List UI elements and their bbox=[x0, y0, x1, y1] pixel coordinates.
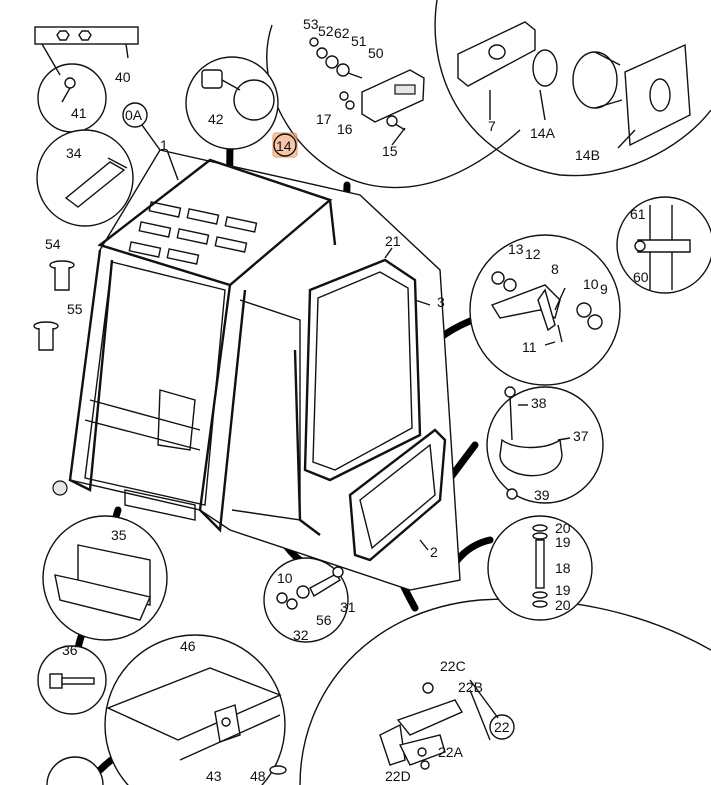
callout-arc-bottom bbox=[299, 598, 711, 785]
callout-circle-43-partial bbox=[46, 756, 104, 785]
label-2: 2 bbox=[430, 544, 438, 560]
label-34: 34 bbox=[66, 145, 82, 161]
label-22b: 22B bbox=[458, 679, 483, 695]
door-glass bbox=[312, 271, 413, 471]
label-14b: 14B bbox=[575, 147, 600, 163]
label-35: 35 bbox=[111, 527, 127, 543]
label-56: 56 bbox=[316, 612, 332, 628]
label-55: 55 bbox=[67, 301, 83, 317]
part-42-pad bbox=[201, 69, 275, 121]
label-9: 9 bbox=[600, 281, 608, 297]
label-31: 31 bbox=[340, 599, 356, 615]
part-54-insert bbox=[49, 260, 75, 291]
label-14a: 14A bbox=[530, 125, 556, 141]
label-53: 53 bbox=[303, 16, 319, 32]
label-14: 14 bbox=[276, 138, 292, 154]
part-31-bolt-set bbox=[276, 566, 344, 610]
label-8: 8 bbox=[551, 261, 559, 277]
callout-circle-41 bbox=[37, 63, 107, 133]
label-3: 3 bbox=[437, 294, 445, 310]
label-10b: 10 bbox=[277, 570, 293, 586]
part-37-clamp bbox=[499, 386, 563, 500]
part-46-plate bbox=[106, 667, 287, 775]
label-39: 39 bbox=[534, 487, 550, 503]
label-43: 43 bbox=[206, 768, 222, 784]
window-panel bbox=[348, 428, 447, 562]
label-32: 32 bbox=[293, 627, 309, 643]
label-18: 18 bbox=[555, 560, 571, 576]
part-14-assembly bbox=[457, 21, 691, 147]
label-36: 36 bbox=[62, 642, 78, 658]
label-20a: 20 bbox=[555, 520, 571, 536]
part-18-rod bbox=[532, 524, 548, 608]
label-38: 38 bbox=[531, 395, 547, 411]
label-13: 13 bbox=[508, 241, 524, 257]
part-55-insert bbox=[33, 321, 59, 351]
label-41: 41 bbox=[71, 105, 87, 121]
part-60-pin bbox=[634, 205, 691, 290]
part-22-handle bbox=[379, 679, 499, 770]
part-50-fasteners bbox=[309, 37, 425, 131]
label-20b: 20 bbox=[555, 597, 571, 613]
label-16: 16 bbox=[337, 121, 353, 137]
label-0a: 0A bbox=[125, 107, 143, 123]
callout-circle-37 bbox=[486, 386, 604, 504]
door-frame bbox=[303, 258, 422, 482]
highlight-14 bbox=[272, 132, 298, 158]
label-37: 37 bbox=[573, 428, 589, 444]
label-ring-0a bbox=[122, 102, 148, 128]
label-42: 42 bbox=[208, 111, 224, 127]
label-1: 1 bbox=[160, 137, 168, 153]
part-41-screw bbox=[61, 77, 76, 103]
label-46: 46 bbox=[180, 638, 196, 654]
label-22d: 22D bbox=[385, 768, 411, 784]
label-50: 50 bbox=[368, 45, 384, 61]
part-34-tube bbox=[64, 157, 128, 208]
label-17: 17 bbox=[316, 111, 332, 127]
label-22c: 22C bbox=[440, 658, 466, 674]
label-21: 21 bbox=[385, 233, 401, 249]
part-40-bar bbox=[34, 26, 139, 76]
window-panel-inner bbox=[359, 443, 436, 550]
label-22a: 22A bbox=[438, 744, 464, 760]
label-61: 61 bbox=[630, 206, 646, 222]
label-ring-22 bbox=[489, 714, 515, 740]
part-36-bolt bbox=[49, 673, 95, 689]
callout-circle-34 bbox=[36, 129, 134, 227]
label-11: 11 bbox=[522, 339, 537, 355]
label-ring-14 bbox=[273, 133, 297, 157]
label-10a: 10 bbox=[583, 276, 599, 292]
label-40: 40 bbox=[115, 69, 131, 85]
label-15: 15 bbox=[382, 143, 398, 159]
label-60: 60 bbox=[633, 269, 649, 285]
label-51: 51 bbox=[351, 33, 367, 49]
label-52: 52 bbox=[318, 23, 334, 39]
label-22: 22 bbox=[494, 719, 510, 735]
label-12: 12 bbox=[525, 246, 541, 262]
part-35-bracket bbox=[54, 544, 151, 621]
label-62: 62 bbox=[334, 25, 350, 41]
label-54: 54 bbox=[45, 236, 61, 252]
label-19a: 19 bbox=[555, 534, 571, 550]
part-8-hinge bbox=[490, 271, 603, 343]
cab-frame bbox=[52, 149, 461, 591]
callout-arc-right bbox=[434, 0, 711, 177]
label-7: 7 bbox=[488, 118, 496, 134]
thin-leaders bbox=[141, 89, 636, 551]
label-19b: 19 bbox=[555, 582, 571, 598]
door-post bbox=[293, 349, 321, 536]
label-48: 48 bbox=[250, 768, 266, 784]
